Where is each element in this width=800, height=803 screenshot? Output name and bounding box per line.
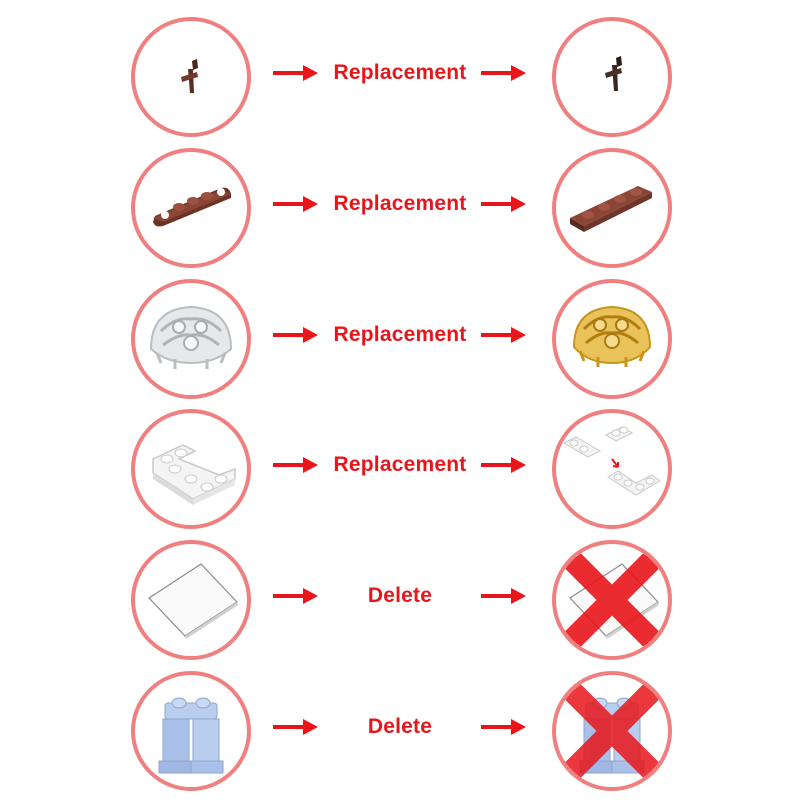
minifig-legs-crossed-icon	[556, 675, 668, 787]
action-label: Delete	[367, 584, 433, 607]
arrow-right	[481, 324, 527, 346]
amber-dome-icon	[572, 305, 652, 367]
before-part-circle	[131, 17, 251, 137]
before-part-circle	[131, 540, 251, 660]
bar-with-clip-part-icon	[181, 59, 198, 93]
before-part-circle	[131, 671, 251, 791]
plate-with-holes-icon	[153, 187, 231, 227]
arrow-right	[273, 585, 319, 607]
after-part-circle	[552, 17, 672, 137]
arrow-right	[273, 62, 319, 84]
arrow-right	[481, 585, 527, 607]
bar-with-clip-part-icon	[605, 56, 622, 91]
action-label: Delete	[367, 715, 433, 738]
change-row-5: Delete	[0, 540, 800, 672]
action-label: Replacement	[333, 192, 467, 215]
action-label: Replacement	[333, 453, 467, 476]
corner-plate-icon	[152, 444, 236, 505]
before-part-circle	[131, 279, 251, 399]
arrow-right	[481, 62, 527, 84]
arrow-right	[273, 193, 319, 215]
split-plates-icon	[562, 426, 661, 496]
action-label: Replacement	[333, 323, 467, 346]
change-row-2: Replacement	[0, 148, 800, 280]
delete-cross-icon	[556, 544, 668, 656]
plate-1x4-icon	[570, 186, 652, 232]
arrow-right	[481, 716, 527, 738]
clear-dome-icon	[149, 305, 233, 369]
action-label: Replacement	[333, 61, 467, 84]
after-part-circle	[552, 409, 672, 529]
change-row-3: Replacement	[0, 279, 800, 411]
after-part-circle	[552, 279, 672, 399]
delete-cross-icon	[556, 675, 668, 787]
after-part-circle	[552, 671, 672, 791]
after-part-circle	[552, 148, 672, 268]
arrow-right	[273, 324, 319, 346]
arrow-right	[273, 454, 319, 476]
change-row-6: Delete	[0, 671, 800, 803]
change-row-1: Replacement	[0, 17, 800, 149]
after-part-circle	[552, 540, 672, 660]
arrow-right	[273, 716, 319, 738]
transparent-sheet-icon	[148, 563, 238, 639]
before-part-circle	[131, 409, 251, 529]
transparent-sheet-crossed-icon	[556, 544, 668, 656]
before-part-circle	[131, 148, 251, 268]
change-row-4: Replacement	[0, 409, 800, 541]
arrow-right	[481, 454, 527, 476]
arrow-right	[481, 193, 527, 215]
minifig-legs-icon	[158, 697, 224, 774]
